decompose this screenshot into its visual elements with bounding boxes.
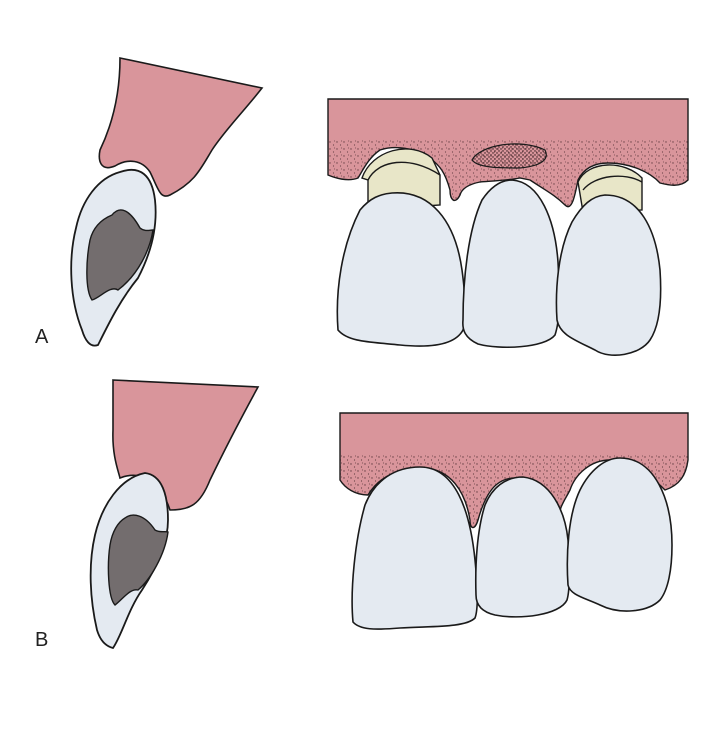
papilla-cleft-a [471,143,547,169]
gingiva-section-a [98,57,264,197]
panel-label-a: A [35,326,49,348]
panel-b-lateral [89,379,260,650]
panel-a-frontal [327,98,689,356]
pulp-b [107,514,169,606]
tooth-right-a [555,194,662,356]
pulp-a [86,209,154,301]
tooth-right-b [566,457,673,612]
panel-a-lateral [70,57,264,347]
panel-b-frontal [339,412,689,630]
tooth-center-a [462,179,561,348]
panel-label-b: B [35,629,49,651]
tooth-left-b [351,466,479,630]
tooth-left-a [336,192,466,347]
